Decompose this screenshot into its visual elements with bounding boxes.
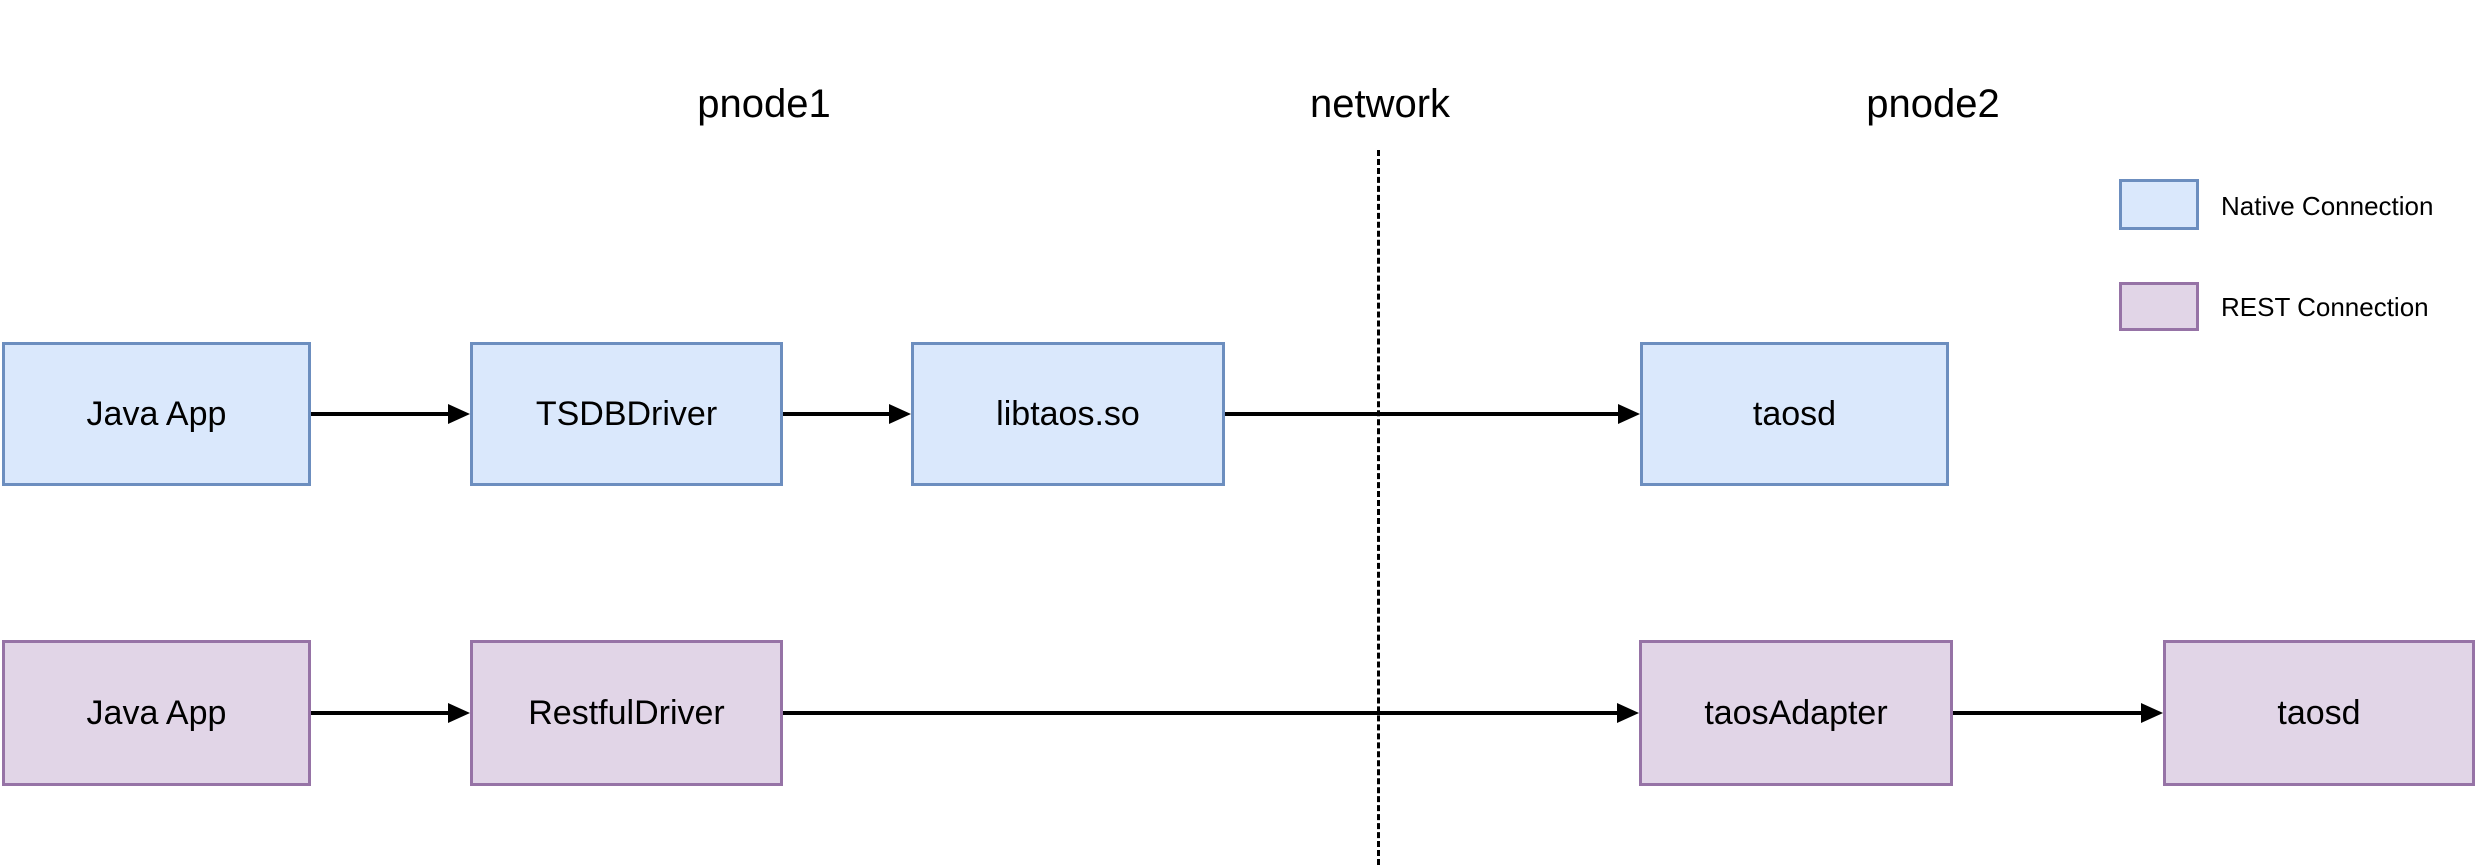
node-label: taosd — [2277, 693, 2361, 732]
node-label: Java App — [86, 693, 227, 732]
zone-label-network: network — [1309, 82, 1451, 126]
arrow-javaapp-to-tsdbdriver — [311, 412, 448, 416]
node-taosd-native: taosd — [1640, 342, 1949, 486]
node-tsdbdriver: TSDBDriver — [470, 342, 783, 486]
native-connection-swatch-icon — [2119, 179, 2199, 230]
arrow-taosadapter-to-taosd — [1953, 711, 2141, 715]
arrow-javaapp-to-restfuldriver — [311, 711, 448, 715]
node-java-app-native: Java App — [2, 342, 311, 486]
node-label: taosd — [1752, 394, 1837, 433]
node-taosadapter: taosAdapter — [1639, 640, 1953, 786]
node-label: taosAdapter — [1704, 693, 1888, 732]
arrow-libtaos-to-taosd — [1225, 412, 1618, 416]
node-label: RestfulDriver — [528, 693, 725, 732]
node-label: libtaos.so — [996, 394, 1140, 433]
zone-label-pnode2: pnode2 — [1866, 82, 2000, 126]
legend-label-rest-connection: REST Connection — [2221, 292, 2429, 322]
node-taosd-rest: taosd — [2163, 640, 2475, 786]
node-libtaos-so: libtaos.so — [911, 342, 1225, 486]
node-restfuldriver: RestfulDriver — [470, 640, 783, 786]
rest-connection-swatch-icon — [2119, 282, 2199, 331]
legend-label-native-connection: Native Connection — [2221, 191, 2434, 221]
node-label: Java App — [86, 394, 227, 433]
arrow-restfuldriver-to-taosadapter — [783, 711, 1617, 715]
node-java-app-rest: Java App — [2, 640, 311, 786]
node-label: TSDBDriver — [535, 394, 718, 433]
zone-label-pnode1: pnode1 — [697, 82, 831, 126]
arrow-tsdbdriver-to-libtaos — [783, 412, 889, 416]
network-boundary-line — [1377, 150, 1380, 865]
